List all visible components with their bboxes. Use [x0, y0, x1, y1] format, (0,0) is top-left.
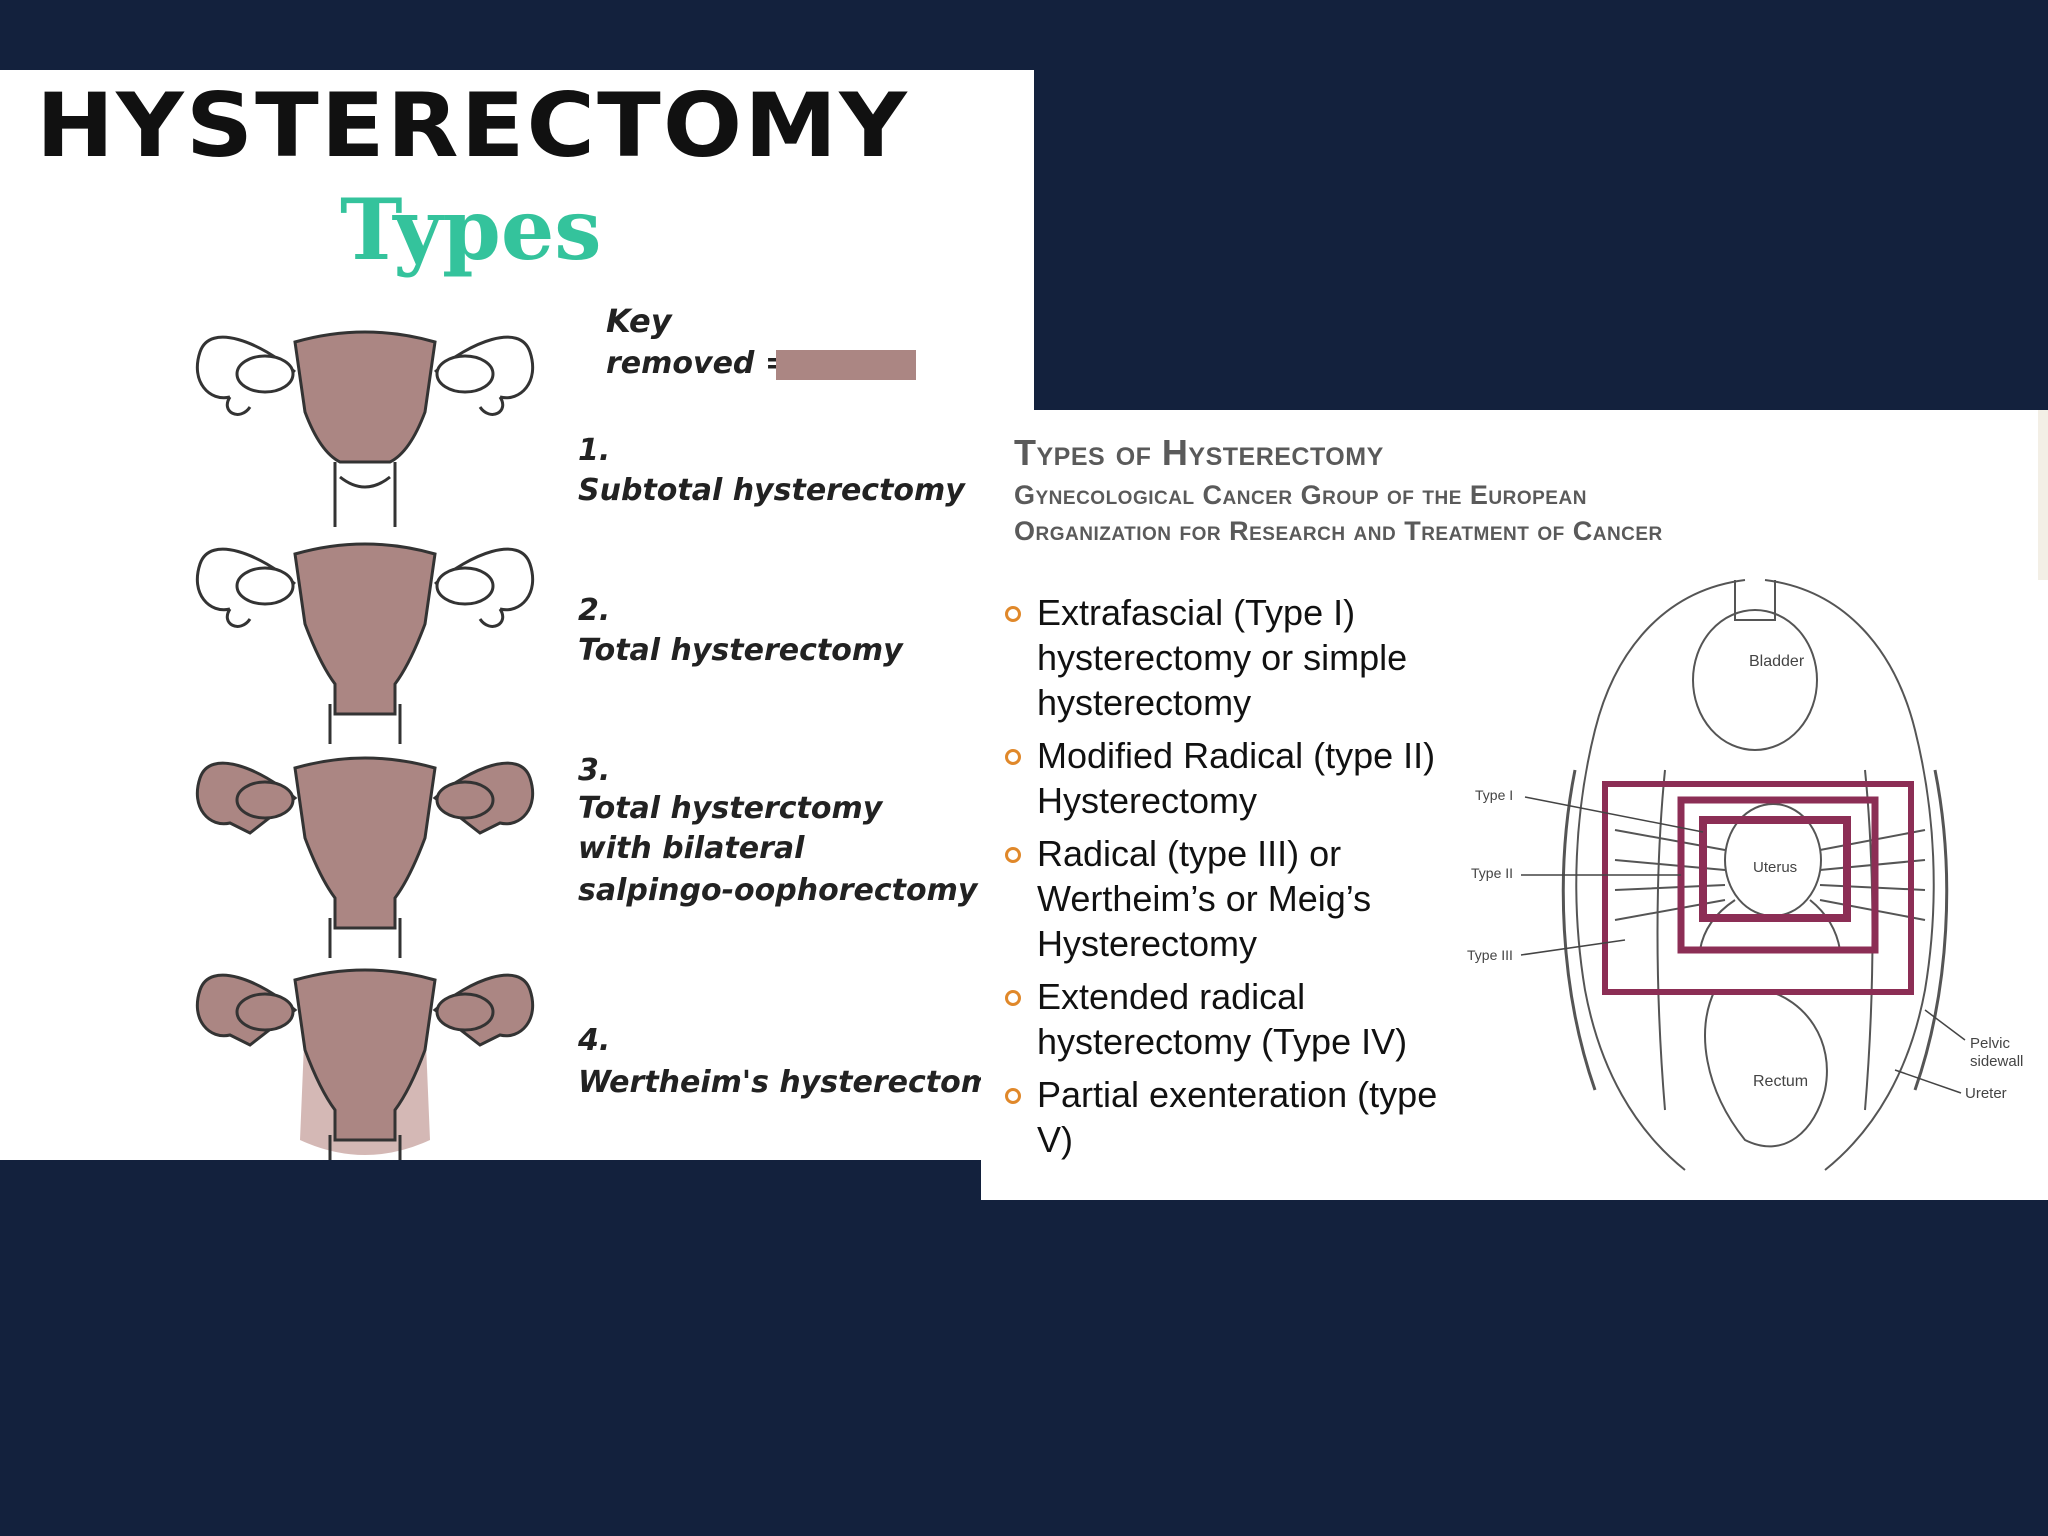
pelvic-sidewall-label-line1: Pelvic — [1970, 1035, 2011, 1052]
types-of-hysterectomy-slide: Types of Hysterectomy Gynecological Canc… — [981, 410, 2048, 1200]
list-item: Extended radical hysterectomy (Type IV) — [1003, 974, 1463, 1064]
list-item: Partial exenteration (type V) — [1003, 1072, 1463, 1162]
list-item-text: Extended radical hysterectomy (Type IV) — [1037, 976, 1408, 1062]
pelvic-sidewall-label-line2: sidewall — [1970, 1053, 2023, 1070]
bullet-icon — [1005, 606, 1021, 622]
list-item-text: Modified Radical (type II) Hysterectomy — [1037, 735, 1436, 821]
bullet-icon — [1005, 847, 1021, 863]
list-item-text: Extrafascial (Type I) hysterectomy or si… — [1037, 592, 1408, 723]
procedure-2-label: Total hysterectomy — [578, 633, 903, 668]
slide-subtitle-line1: Gynecological Cancer Group of the Europe… — [1014, 480, 1587, 510]
procedure-4-label: Wertheim's hysterectomy — [578, 1065, 1012, 1100]
bullet-icon — [1005, 990, 1021, 1006]
procedure-2-number: 2. — [578, 593, 611, 628]
list-item-text: Radical (type III) or Wertheim’s or Meig… — [1037, 833, 1372, 964]
panel-edge-strip — [2038, 410, 2048, 580]
hysterectomy-type-list: Extrafascial (Type I) hysterectomy or si… — [1003, 590, 1463, 1170]
types-heading: Types — [340, 180, 602, 279]
list-item: Extrafascial (Type I) hysterectomy or si… — [1003, 590, 1463, 725]
procedure-3-label-line1: Total hysterctomy — [578, 791, 883, 826]
procedure-1-label: Subtotal hysterectomy — [578, 473, 965, 508]
type-ii-label: Type II — [1471, 865, 1513, 881]
key-removed-swatch — [776, 350, 916, 380]
procedure-3-number: 3. — [578, 753, 611, 788]
key-removed-label: removed = — [606, 346, 790, 381]
procedure-3-label-line3: salpingo-oophorectomy — [578, 873, 978, 908]
procedure-1-number: 1. — [578, 433, 611, 468]
key-title: Key — [606, 302, 672, 340]
bullet-icon — [1005, 749, 1021, 765]
bullet-icon — [1005, 1088, 1021, 1104]
slide-subtitle-line2: Organization for Research and Treatment … — [1014, 516, 1663, 546]
slide-title: Types of Hysterectomy — [1014, 432, 1384, 473]
type-i-label: Type I — [1475, 787, 1513, 803]
uterus-diagram-bso — [195, 756, 535, 958]
list-item: Modified Radical (type II) Hysterectomy — [1003, 733, 1463, 823]
pelvic-anatomy-diagram: Bladder Uterus Rectum Type I Type II Typ… — [1467, 579, 2023, 1171]
hysterectomy-types-panel: HYSTERECTOMY Types Key removed = 1. Subt… — [0, 70, 1034, 1160]
uterus-diagram-wertheim — [195, 968, 535, 1160]
uterus-diagram-subtotal — [195, 330, 535, 527]
procedure-4-number: 4. — [578, 1023, 611, 1058]
uterus-diagram-total — [195, 542, 535, 744]
procedure-3-label-line2: with bilateral — [578, 831, 805, 866]
list-item-text: Partial exenteration (type V) — [1037, 1074, 1438, 1160]
bladder-label: Bladder — [1749, 653, 1805, 670]
ureter-label: Ureter — [1965, 1085, 2007, 1102]
rectum-label: Rectum — [1753, 1073, 1808, 1090]
uterus-label: Uterus — [1753, 859, 1797, 876]
type-iii-label: Type III — [1467, 947, 1513, 963]
main-title: HYSTERECTOMY — [36, 74, 909, 177]
list-item: Radical (type III) or Wertheim’s or Meig… — [1003, 831, 1463, 966]
